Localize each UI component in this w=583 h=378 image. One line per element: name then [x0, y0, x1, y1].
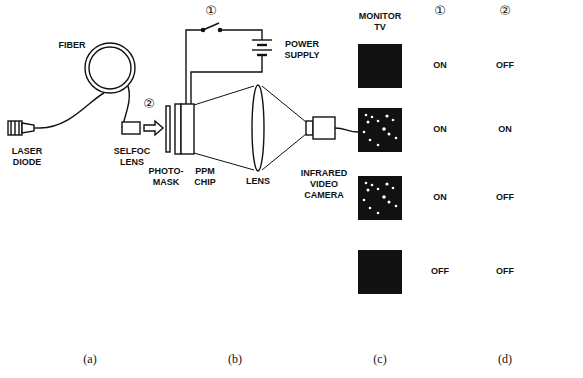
- light-spots: [363, 114, 398, 215]
- photomask: [166, 106, 170, 152]
- switch: [203, 23, 219, 30]
- figure-letter: (a): [75, 352, 105, 366]
- part-label: INFRARED VIDEO CAMERA: [296, 168, 352, 201]
- figure-letter: (b): [220, 352, 250, 366]
- state-cell: ON: [488, 124, 522, 135]
- column-header: ①: [431, 3, 449, 18]
- part-label: POWER SUPPLY: [275, 39, 329, 61]
- infrared-camera: [306, 121, 313, 135]
- part-label: SELFOC LENS: [110, 146, 154, 168]
- wire: [186, 30, 202, 104]
- figure-letter: (c): [365, 352, 395, 366]
- ppm-chip: [175, 104, 181, 154]
- part-label: LENS: [241, 176, 275, 187]
- state-cell: ON: [423, 124, 457, 135]
- laser-diode: [8, 121, 22, 135]
- selfoc-lens: [122, 122, 140, 134]
- part-label: MONITOR TV: [353, 11, 407, 33]
- lens: [252, 85, 264, 171]
- state-cell: ON: [423, 60, 457, 71]
- state-cell: ON: [423, 192, 457, 203]
- fiber: [40, 93, 104, 128]
- figure-letter: (d): [490, 352, 520, 366]
- callout-number: ①: [202, 3, 220, 18]
- battery: [252, 39, 272, 40]
- beam-arrow: [144, 121, 163, 135]
- state-cell: OFF: [488, 60, 522, 71]
- column-header: ②: [496, 3, 514, 18]
- fiber-coil: [85, 43, 135, 93]
- callout-number: ②: [140, 96, 158, 111]
- part-label: LASER DIODE: [6, 146, 48, 168]
- part-label: FIBER: [52, 40, 92, 51]
- state-cell: OFF: [488, 192, 522, 203]
- state-cell: OFF: [488, 266, 522, 277]
- video-cable: [335, 128, 358, 132]
- monitor-screens: [358, 44, 402, 294]
- part-label: PPM CHIP: [188, 166, 222, 188]
- part-label: PHOTO- MASK: [148, 166, 184, 188]
- state-cell: OFF: [423, 266, 457, 277]
